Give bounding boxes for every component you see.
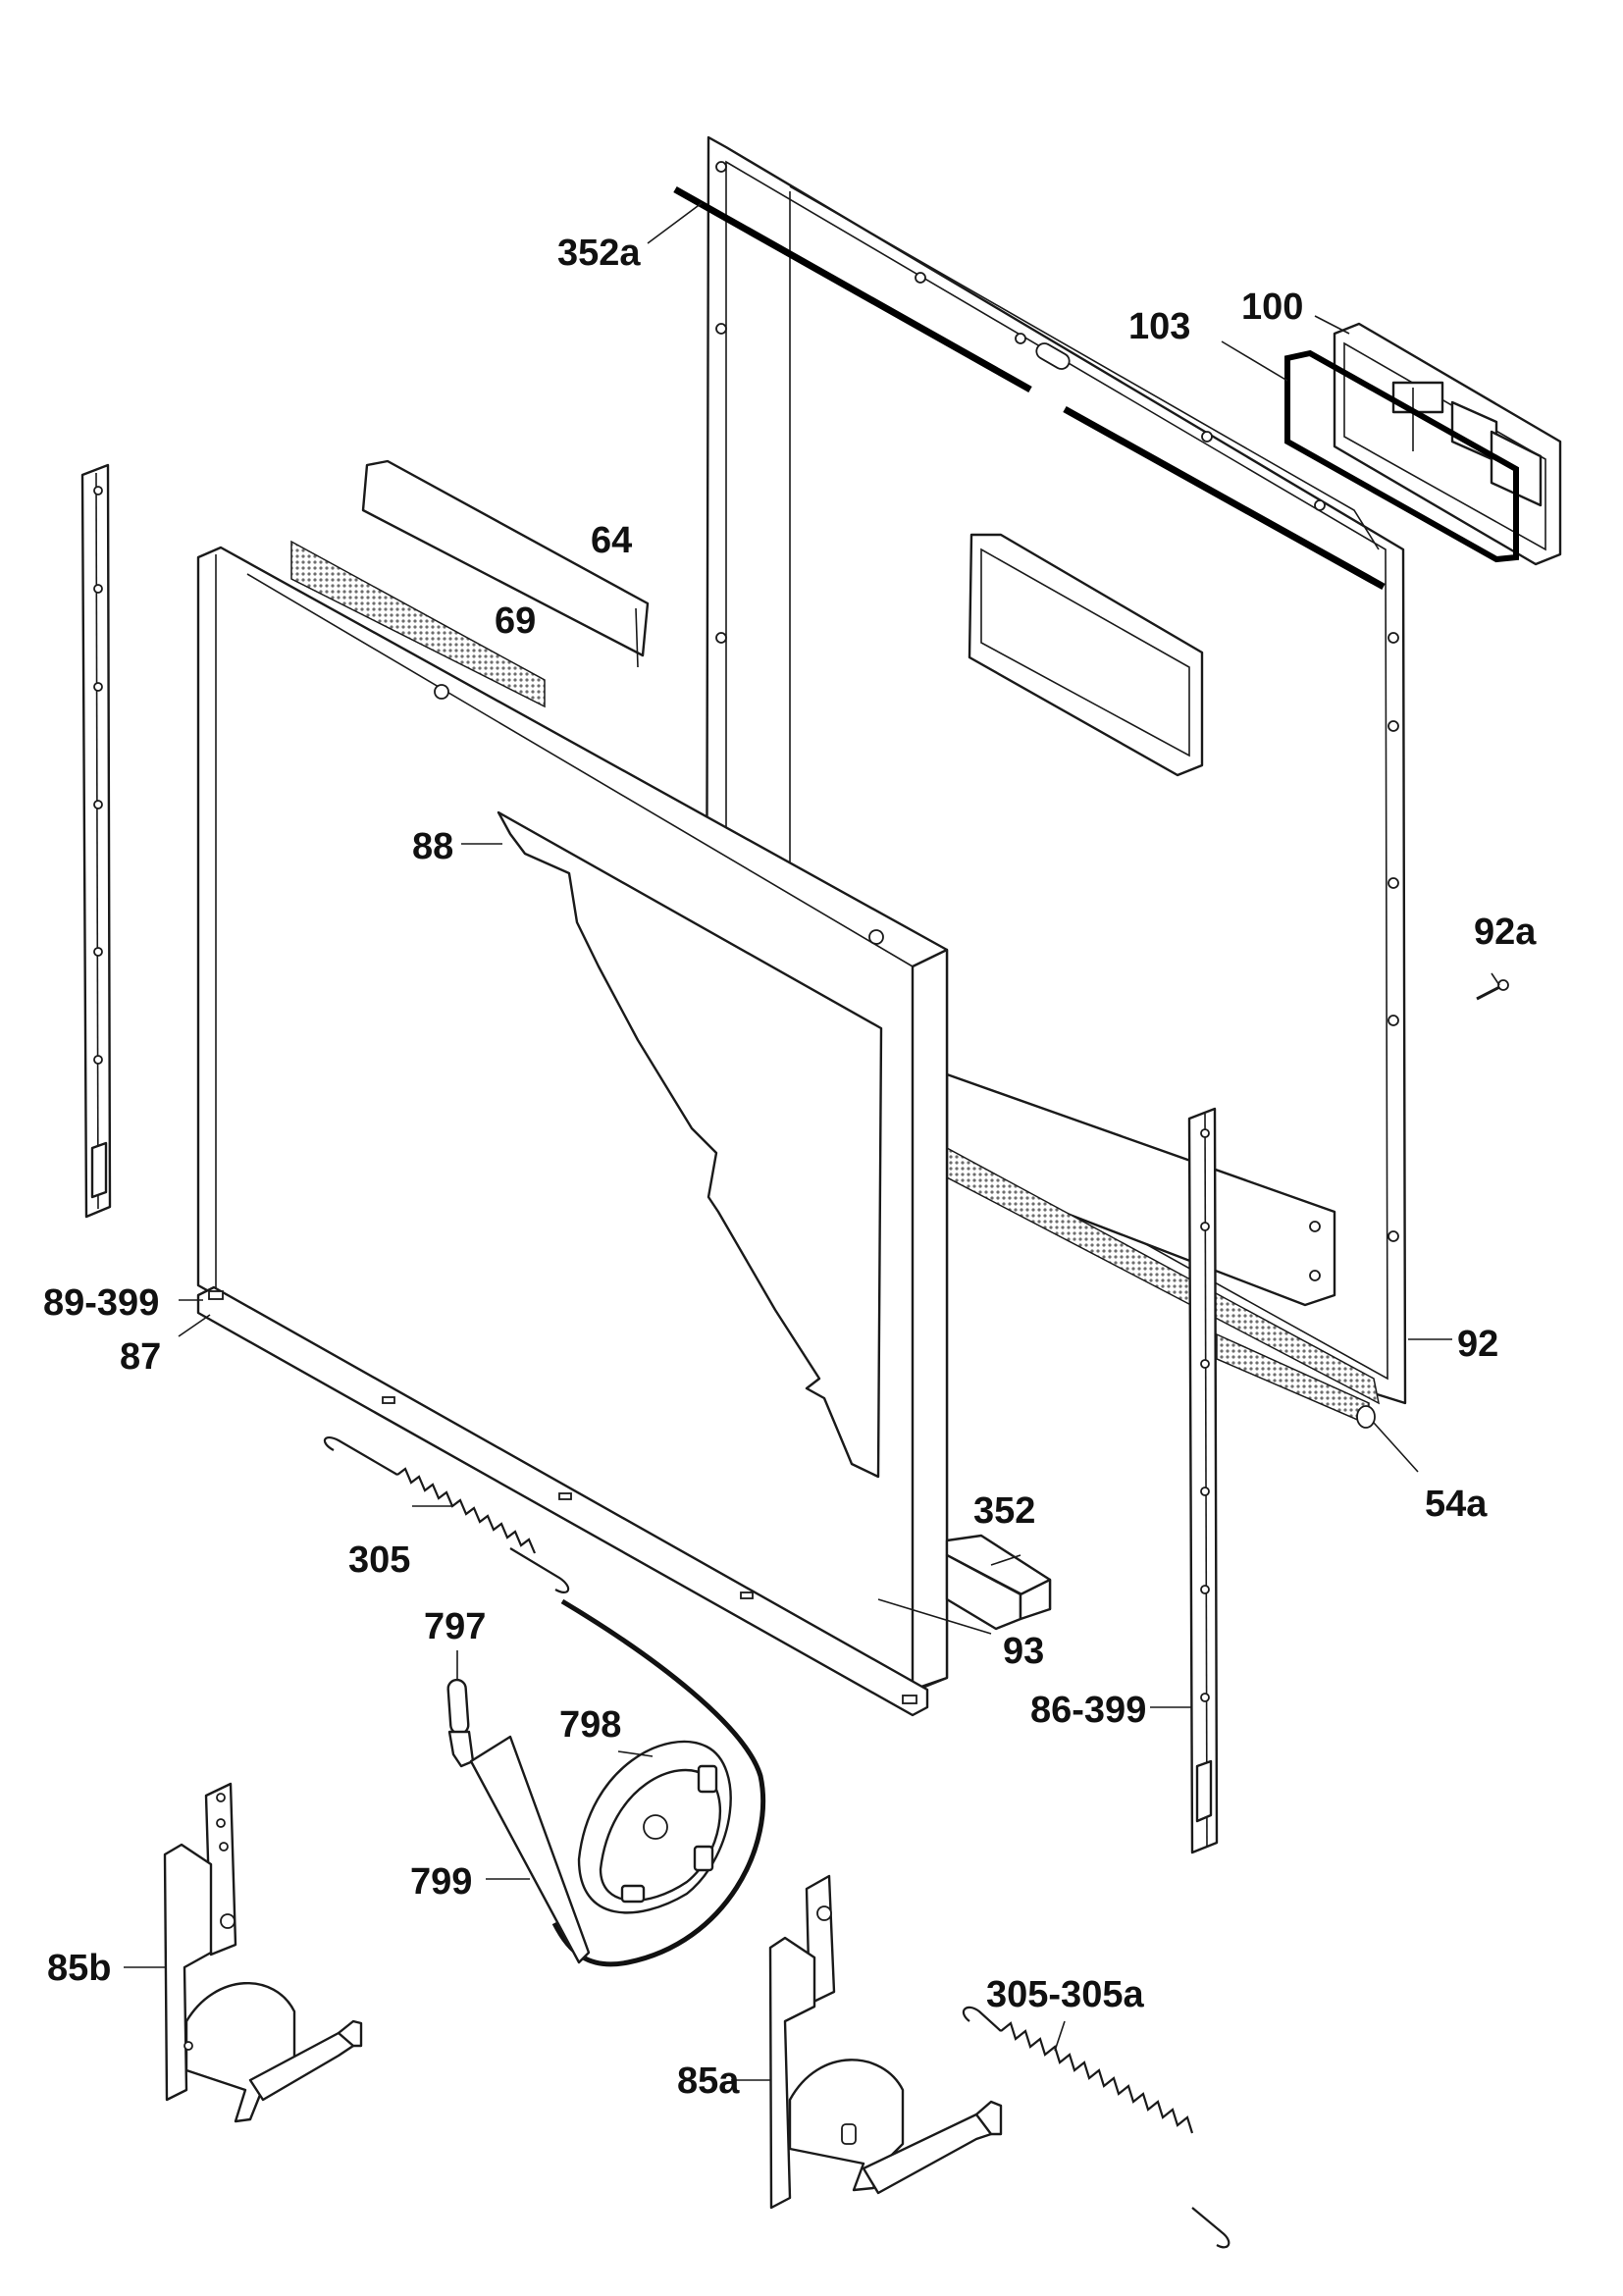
- callout-103: 103: [1128, 306, 1190, 347]
- top-gasket-352a: [673, 185, 1386, 591]
- mesh-filter-69: [290, 540, 546, 708]
- callout-798: 798: [559, 1704, 621, 1746]
- screw-92a: [1476, 979, 1509, 1001]
- hinge-85a: [768, 1874, 1003, 2210]
- callout-305: 305: [348, 1539, 410, 1581]
- callout-352: 352: [973, 1490, 1035, 1532]
- callout-305-305a: 305-305a: [986, 1974, 1144, 2015]
- callout-86-399: 86-399: [1030, 1690, 1146, 1731]
- side-rail-86-399: [1187, 1107, 1219, 1854]
- spring-305-305a: [962, 2006, 1230, 2249]
- side-rail-89-399: [80, 463, 112, 1219]
- callout-92a: 92a: [1474, 912, 1537, 953]
- callout-labels: 352a 103 100 64 69 88 92a 89-399 87 92 5…: [43, 233, 1537, 2102]
- spring-305: [323, 1435, 570, 1593]
- module-gasket-103: [1284, 349, 1519, 563]
- callout-93: 93: [1003, 1631, 1044, 1672]
- hinge-bracket-352: [945, 1534, 1052, 1631]
- cable-799: [469, 1598, 766, 1967]
- leader-lines: [124, 202, 1500, 2081]
- callout-100: 100: [1241, 287, 1303, 328]
- callout-69: 69: [495, 600, 536, 642]
- callout-64: 64: [591, 520, 632, 561]
- door-film-88: [497, 810, 883, 1479]
- callout-88: 88: [412, 826, 453, 867]
- callout-92: 92: [1457, 1324, 1498, 1365]
- bottom-rail-87: [196, 1285, 929, 1717]
- callout-87: 87: [120, 1336, 161, 1378]
- callout-89-399: 89-399: [43, 1282, 159, 1324]
- callout-85a: 85a: [677, 2061, 740, 2102]
- outer-door-panel: [196, 546, 949, 1692]
- callout-797: 797: [424, 1606, 486, 1647]
- callout-799: 799: [410, 1861, 472, 1903]
- callout-352a: 352a: [557, 233, 641, 274]
- latch-797: [446, 1678, 475, 1768]
- callout-85b: 85b: [47, 1948, 111, 1989]
- hinge-85b: [163, 1782, 363, 2123]
- pulley-798: [577, 1740, 732, 1914]
- insulation-panel-64: [361, 459, 650, 657]
- callout-54a: 54a: [1425, 1484, 1488, 1525]
